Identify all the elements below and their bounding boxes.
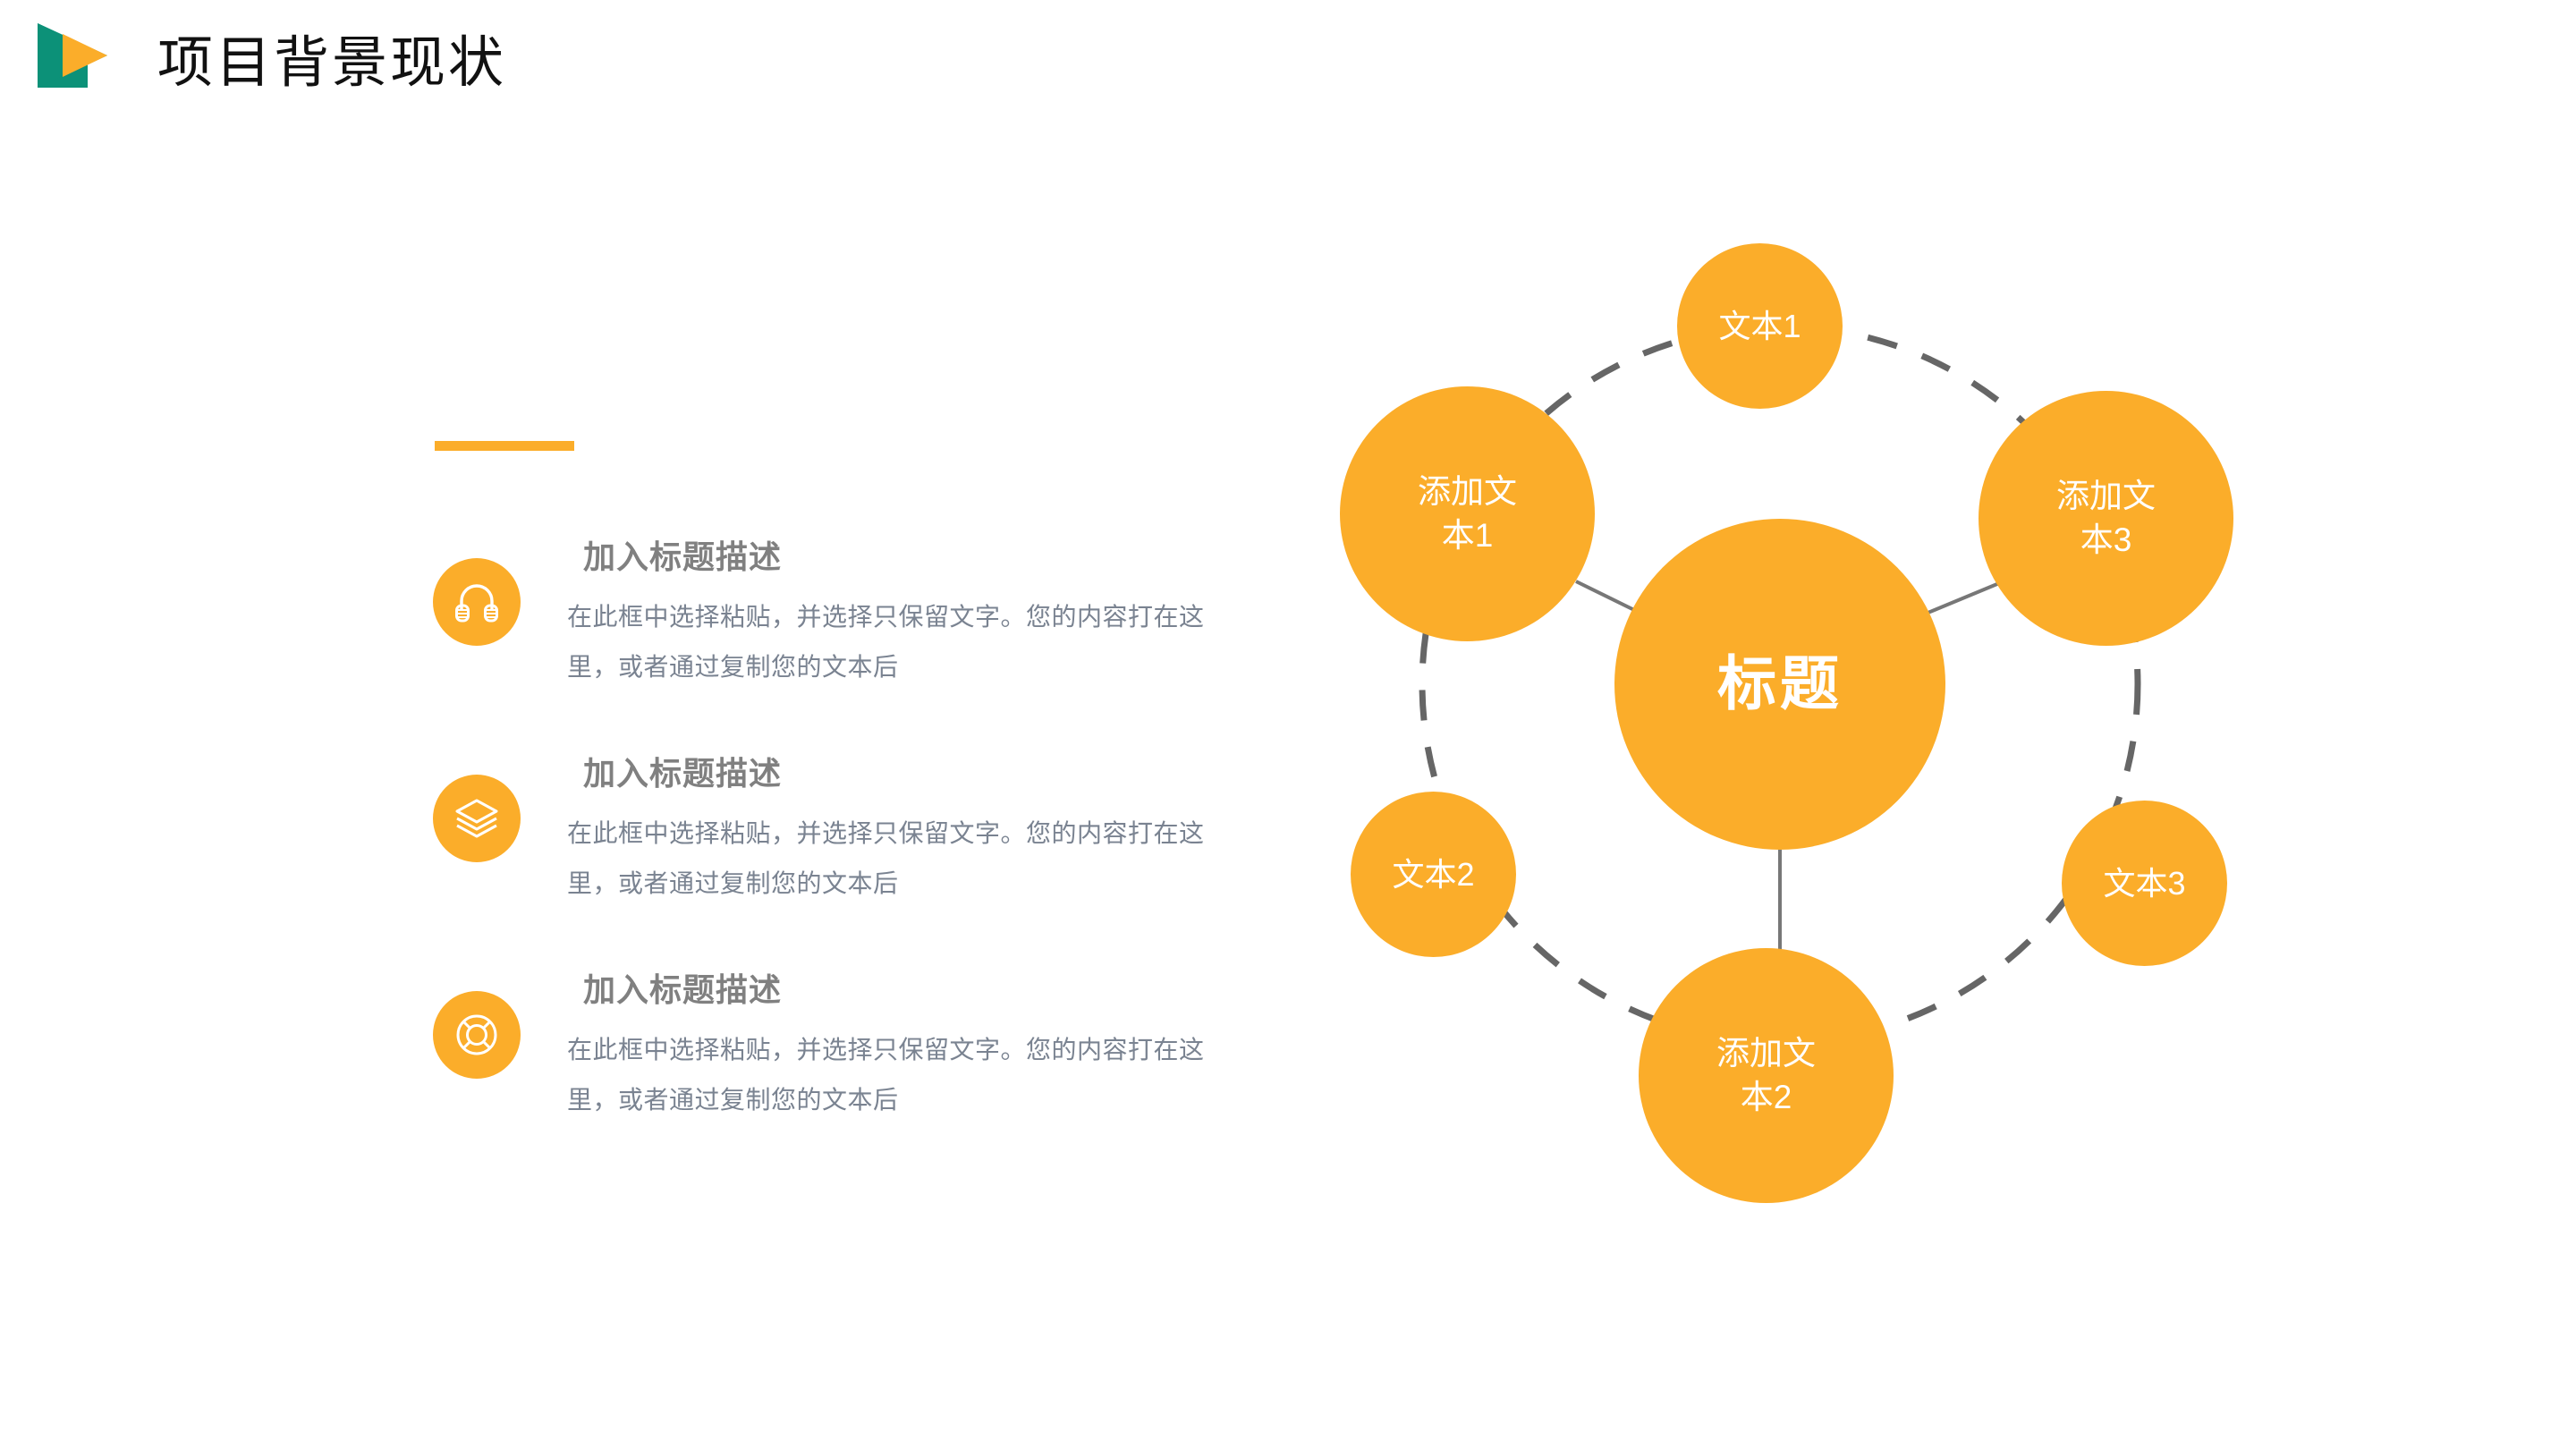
feature-title: 加入标题描述	[583, 538, 783, 575]
feature-title: 加入标题描述	[583, 971, 783, 1008]
feature-description: 在此框中选择粘贴，并选择只保留文字。您的内容打在这里，或者通过复制您的文本后	[567, 1036, 1205, 1114]
node-label: 文本2	[1392, 855, 1475, 893]
feature-body: 加入标题描述 在此框中选择粘贴，并选择只保留文字。您的内容打在这里，或者通过复制…	[567, 970, 1204, 1125]
feature-body: 加入标题描述 在此框中选择粘贴，并选择只保留文字。您的内容打在这里，或者通过复制…	[567, 537, 1204, 692]
headphones-icon	[433, 558, 521, 646]
slide-header: 项目背景现状	[0, 0, 2576, 143]
feature-title: 加入标题描述	[583, 755, 783, 792]
left-content-panel: 加入标题描述 在此框中选择粘贴，并选择只保留文字。您的内容打在这里，或者通过复制…	[0, 0, 1252, 1449]
lifebuoy-icon	[433, 991, 521, 1079]
node-label: 添加文 本2	[1716, 1034, 1816, 1115]
diagram-node-big-1[interactable]: 添加文 本1	[1340, 386, 1595, 641]
node-label: 文本3	[2103, 864, 2186, 902]
node-label: 文本1	[1718, 307, 1801, 344]
node-label: 添加文 本1	[1418, 472, 1517, 554]
node-label: 标题	[1717, 650, 1843, 717]
feature-body: 加入标题描述 在此框中选择粘贴，并选择只保留文字。您的内容打在这里，或者通过复制…	[567, 753, 1204, 909]
diagram-node-small-1[interactable]: 文本1	[1677, 243, 1843, 409]
radial-relationship-diagram: 文本1 添加文 本1 添加文 本3 文本2 文本3 添加文 本2 标题	[1297, 206, 2334, 1243]
diagram-node-big-3[interactable]: 添加文 本3	[1979, 391, 2233, 646]
layers-icon	[433, 775, 521, 862]
play-triangle-logo	[38, 23, 107, 88]
diagram-node-small-3[interactable]: 文本3	[2062, 801, 2227, 966]
node-label: 添加文 本3	[2056, 477, 2156, 558]
accent-bar-divider	[435, 441, 574, 451]
diagram-node-big-2[interactable]: 添加文 本2	[1639, 948, 1894, 1203]
diagram-node-center[interactable]: 标题	[1614, 519, 1945, 850]
feature-description: 在此框中选择粘贴，并选择只保留文字。您的内容打在这里，或者通过复制您的文本后	[567, 819, 1205, 897]
page-title: 项目背景现状	[157, 32, 507, 94]
feature-description: 在此框中选择粘贴，并选择只保留文字。您的内容打在这里，或者通过复制您的文本后	[567, 603, 1205, 681]
diagram-node-small-2[interactable]: 文本2	[1351, 792, 1516, 957]
